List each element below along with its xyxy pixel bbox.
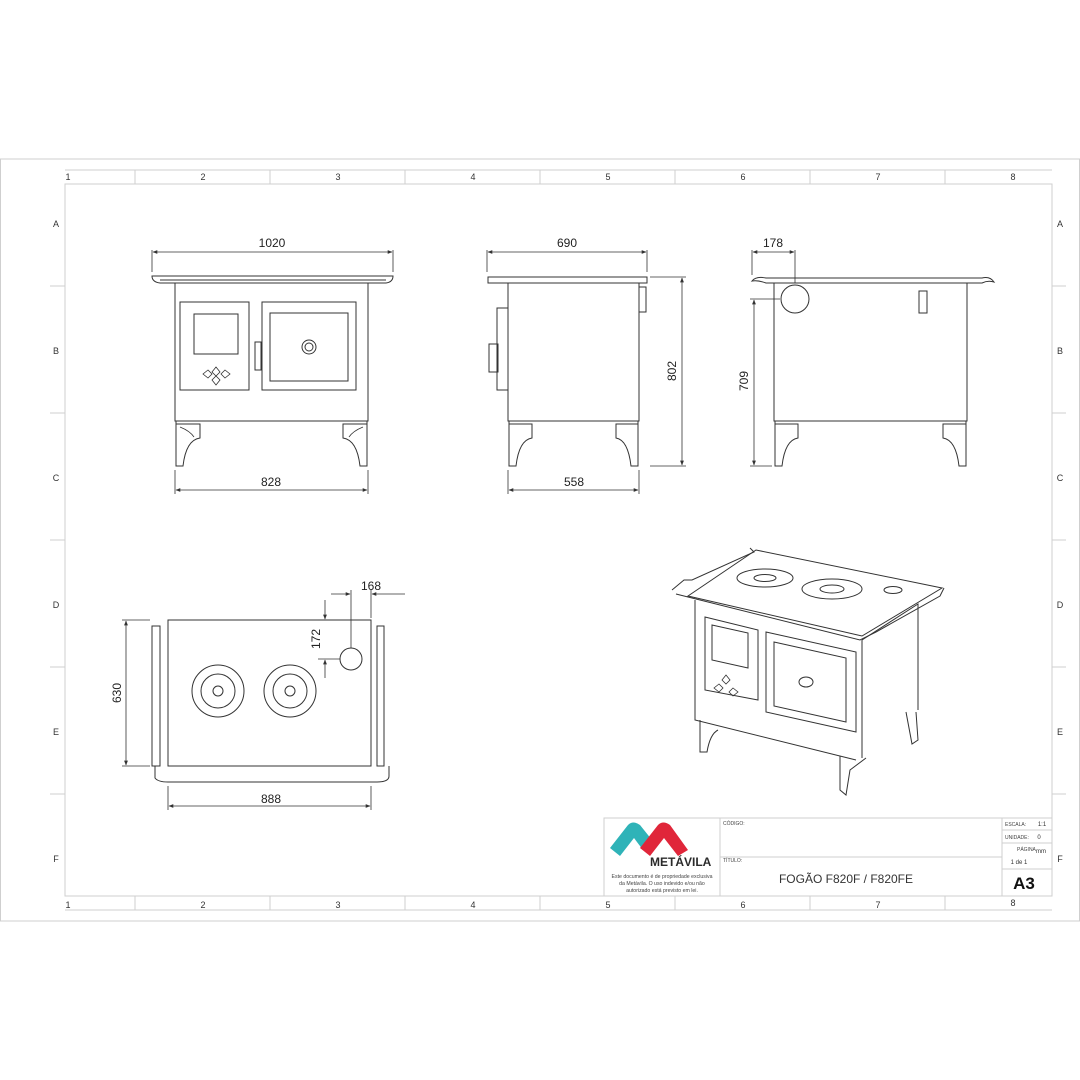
grid-row-label: E (1057, 727, 1063, 737)
grid-col-label: 6 (740, 900, 745, 910)
grid-row-label: C (53, 473, 60, 483)
pagina-label: PÁGINA (1017, 846, 1037, 853)
front-dimensions (151, 250, 394, 494)
grid-col-label: 3 (335, 900, 340, 910)
grid-col-label: 5 (605, 172, 610, 182)
disclaimer-line2: da Metávila. O uso indevido e/ou não (619, 881, 705, 887)
grid-col-label: 4 (470, 172, 475, 182)
rear-view (750, 276, 996, 467)
grid-col-label: 5 (605, 900, 610, 910)
grid-col-label: 1 (65, 900, 70, 910)
dim-front-width-bottom: 828 (261, 475, 281, 489)
titulo-value: FOGÃO F820F / F820FE (779, 872, 913, 886)
unidade-label: UNIDADE: (1005, 835, 1029, 841)
column-labels-top: 1 2 3 4 5 6 7 8 (65, 172, 1015, 182)
top-view (151, 619, 390, 783)
escala-value: 1:1 (1038, 822, 1047, 828)
dim-side-width-bottom: 558 (564, 475, 584, 489)
grid-row-label: A (53, 219, 59, 229)
metavila-logo: METÁVILA (610, 822, 712, 869)
logo-wordmark: METÁVILA (650, 854, 712, 869)
unidade-value: 0 (1037, 835, 1041, 841)
codigo-label: CÓDIGO: (723, 820, 745, 827)
dim-top-offset-y: 172 (309, 629, 323, 649)
grid-col-label: 8 (1010, 898, 1015, 908)
column-labels-bottom: 1 2 3 4 5 6 7 8 (65, 898, 1015, 910)
title-block (603, 817, 1053, 897)
grid-row-label: E (53, 727, 59, 737)
dim-top-offset-x: 168 (361, 579, 381, 593)
top-dimensions (122, 590, 405, 810)
sheet-size: A3 (1013, 874, 1035, 893)
grid-row-label: A (1057, 219, 1063, 229)
grid-row-label: B (53, 346, 59, 356)
side-view (487, 276, 648, 467)
side-dimensions (486, 250, 686, 494)
row-labels-right: A B C D E F (1057, 219, 1064, 864)
grid-col-label: 3 (335, 172, 340, 182)
grid-row-label: C (1057, 473, 1064, 483)
titulo-label: TÍTULO: (723, 857, 742, 864)
dim-rear-height: 709 (737, 371, 751, 391)
dim-rear-offset: 178 (763, 236, 783, 250)
pagina-unit: mm (1036, 849, 1046, 855)
dim-top-depth: 630 (110, 683, 124, 703)
dim-front-width-top: 1020 (259, 236, 286, 250)
grid-col-label: 7 (875, 900, 880, 910)
grid-ticks (50, 170, 1066, 910)
grid-col-label: 1 (65, 172, 70, 182)
grid-col-label: 2 (200, 172, 205, 182)
grid-row-label: F (1057, 854, 1063, 864)
dim-top-width: 888 (261, 792, 281, 806)
grid-row-label: D (53, 600, 60, 610)
escala-label: ESCALA: (1005, 822, 1026, 828)
grid-row-label: B (1057, 346, 1063, 356)
grid-col-label: 4 (470, 900, 475, 910)
disclaimer-line1: Este documento é de propriedade exclusiv… (612, 874, 713, 880)
rear-dimensions (750, 250, 796, 467)
row-labels-left: A B C D E F (53, 219, 60, 864)
dim-side-width-top: 690 (557, 236, 577, 250)
grid-col-label: 8 (1010, 172, 1015, 182)
grid-col-label: 6 (740, 172, 745, 182)
sheet-border (0, 158, 1080, 922)
grid-row-label: F (53, 854, 59, 864)
dim-side-height: 802 (665, 361, 679, 381)
disclaimer-line3: autorizado está previsto em lei. (626, 888, 698, 894)
front-view (151, 275, 394, 467)
grid-col-label: 2 (200, 900, 205, 910)
isometric-view (671, 547, 945, 796)
grid-col-label: 7 (875, 172, 880, 182)
pagina-value: 1 de 1 (1011, 860, 1028, 866)
grid-row-label: D (1057, 600, 1064, 610)
